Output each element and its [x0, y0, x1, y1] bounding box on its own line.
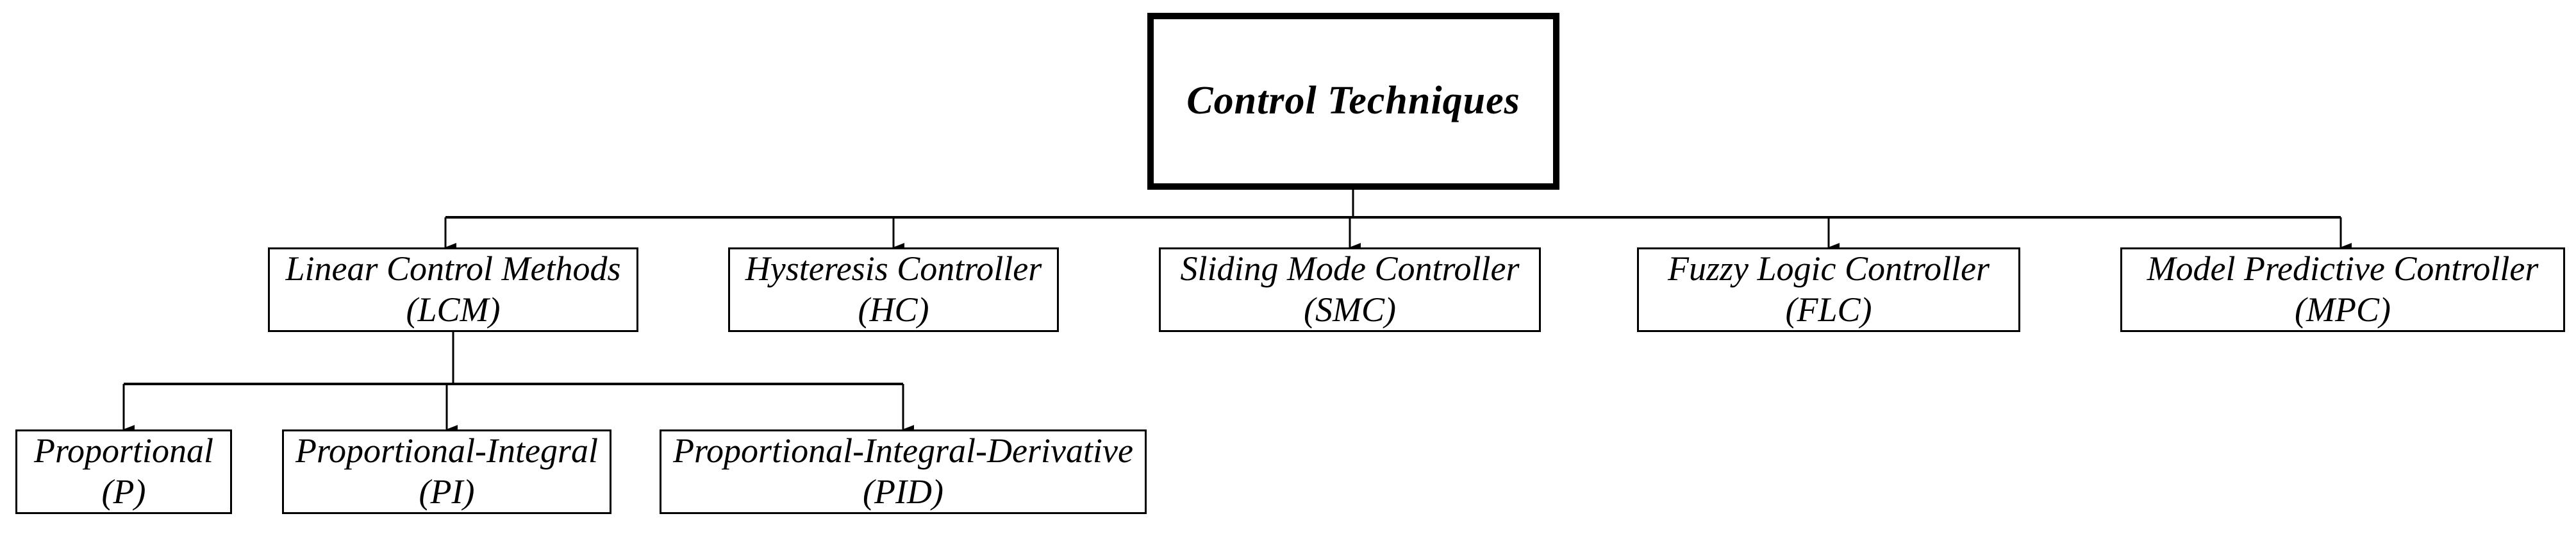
- node-label-line1: Proportional-Integral-Derivative: [673, 431, 1133, 470]
- node-model-predictive-controller[interactable]: Model Predictive Controller (MPC): [2120, 247, 2565, 332]
- node-label-line1: Sliding Mode Controller: [1180, 249, 1520, 288]
- node-label-line2: (P): [101, 472, 146, 511]
- node-label-line1: Proportional: [33, 431, 214, 470]
- node-fuzzy-logic-controller[interactable]: Fuzzy Logic Controller (FLC): [1637, 247, 2020, 332]
- node-label-line1: Linear Control Methods: [285, 249, 621, 288]
- node-label-line2: (SMC): [1304, 290, 1396, 329]
- node-proportional-integral-derivative[interactable]: Proportional-Integral-Derivative (PID): [660, 429, 1147, 514]
- node-linear-control-methods[interactable]: Linear Control Methods (LCM): [268, 247, 638, 332]
- node-label-line2: (PI): [419, 472, 475, 511]
- node-label-line2: (PID): [863, 472, 943, 511]
- node-label-line2: (MPC): [2295, 290, 2391, 329]
- node-control-techniques[interactable]: Control Techniques: [1147, 13, 1559, 190]
- node-label-line1: Fuzzy Logic Controller: [1667, 249, 1990, 288]
- node-label-line2: (HC): [858, 290, 929, 329]
- node-label-line2: (LCM): [406, 290, 501, 329]
- node-label-line1: Model Predictive Controller: [2147, 249, 2539, 288]
- node-label-line1: Proportional-Integral: [295, 431, 598, 470]
- node-proportional[interactable]: Proportional (P): [15, 429, 232, 514]
- node-label-line1: Hysteresis Controller: [745, 249, 1042, 288]
- node-sliding-mode-controller[interactable]: Sliding Mode Controller (SMC): [1159, 247, 1541, 332]
- node-label-line2: (FLC): [1785, 290, 1872, 329]
- node-hysteresis-controller[interactable]: Hysteresis Controller (HC): [728, 247, 1059, 332]
- node-label-line1: Control Techniques: [1186, 79, 1520, 123]
- node-proportional-integral[interactable]: Proportional-Integral (PI): [282, 429, 611, 514]
